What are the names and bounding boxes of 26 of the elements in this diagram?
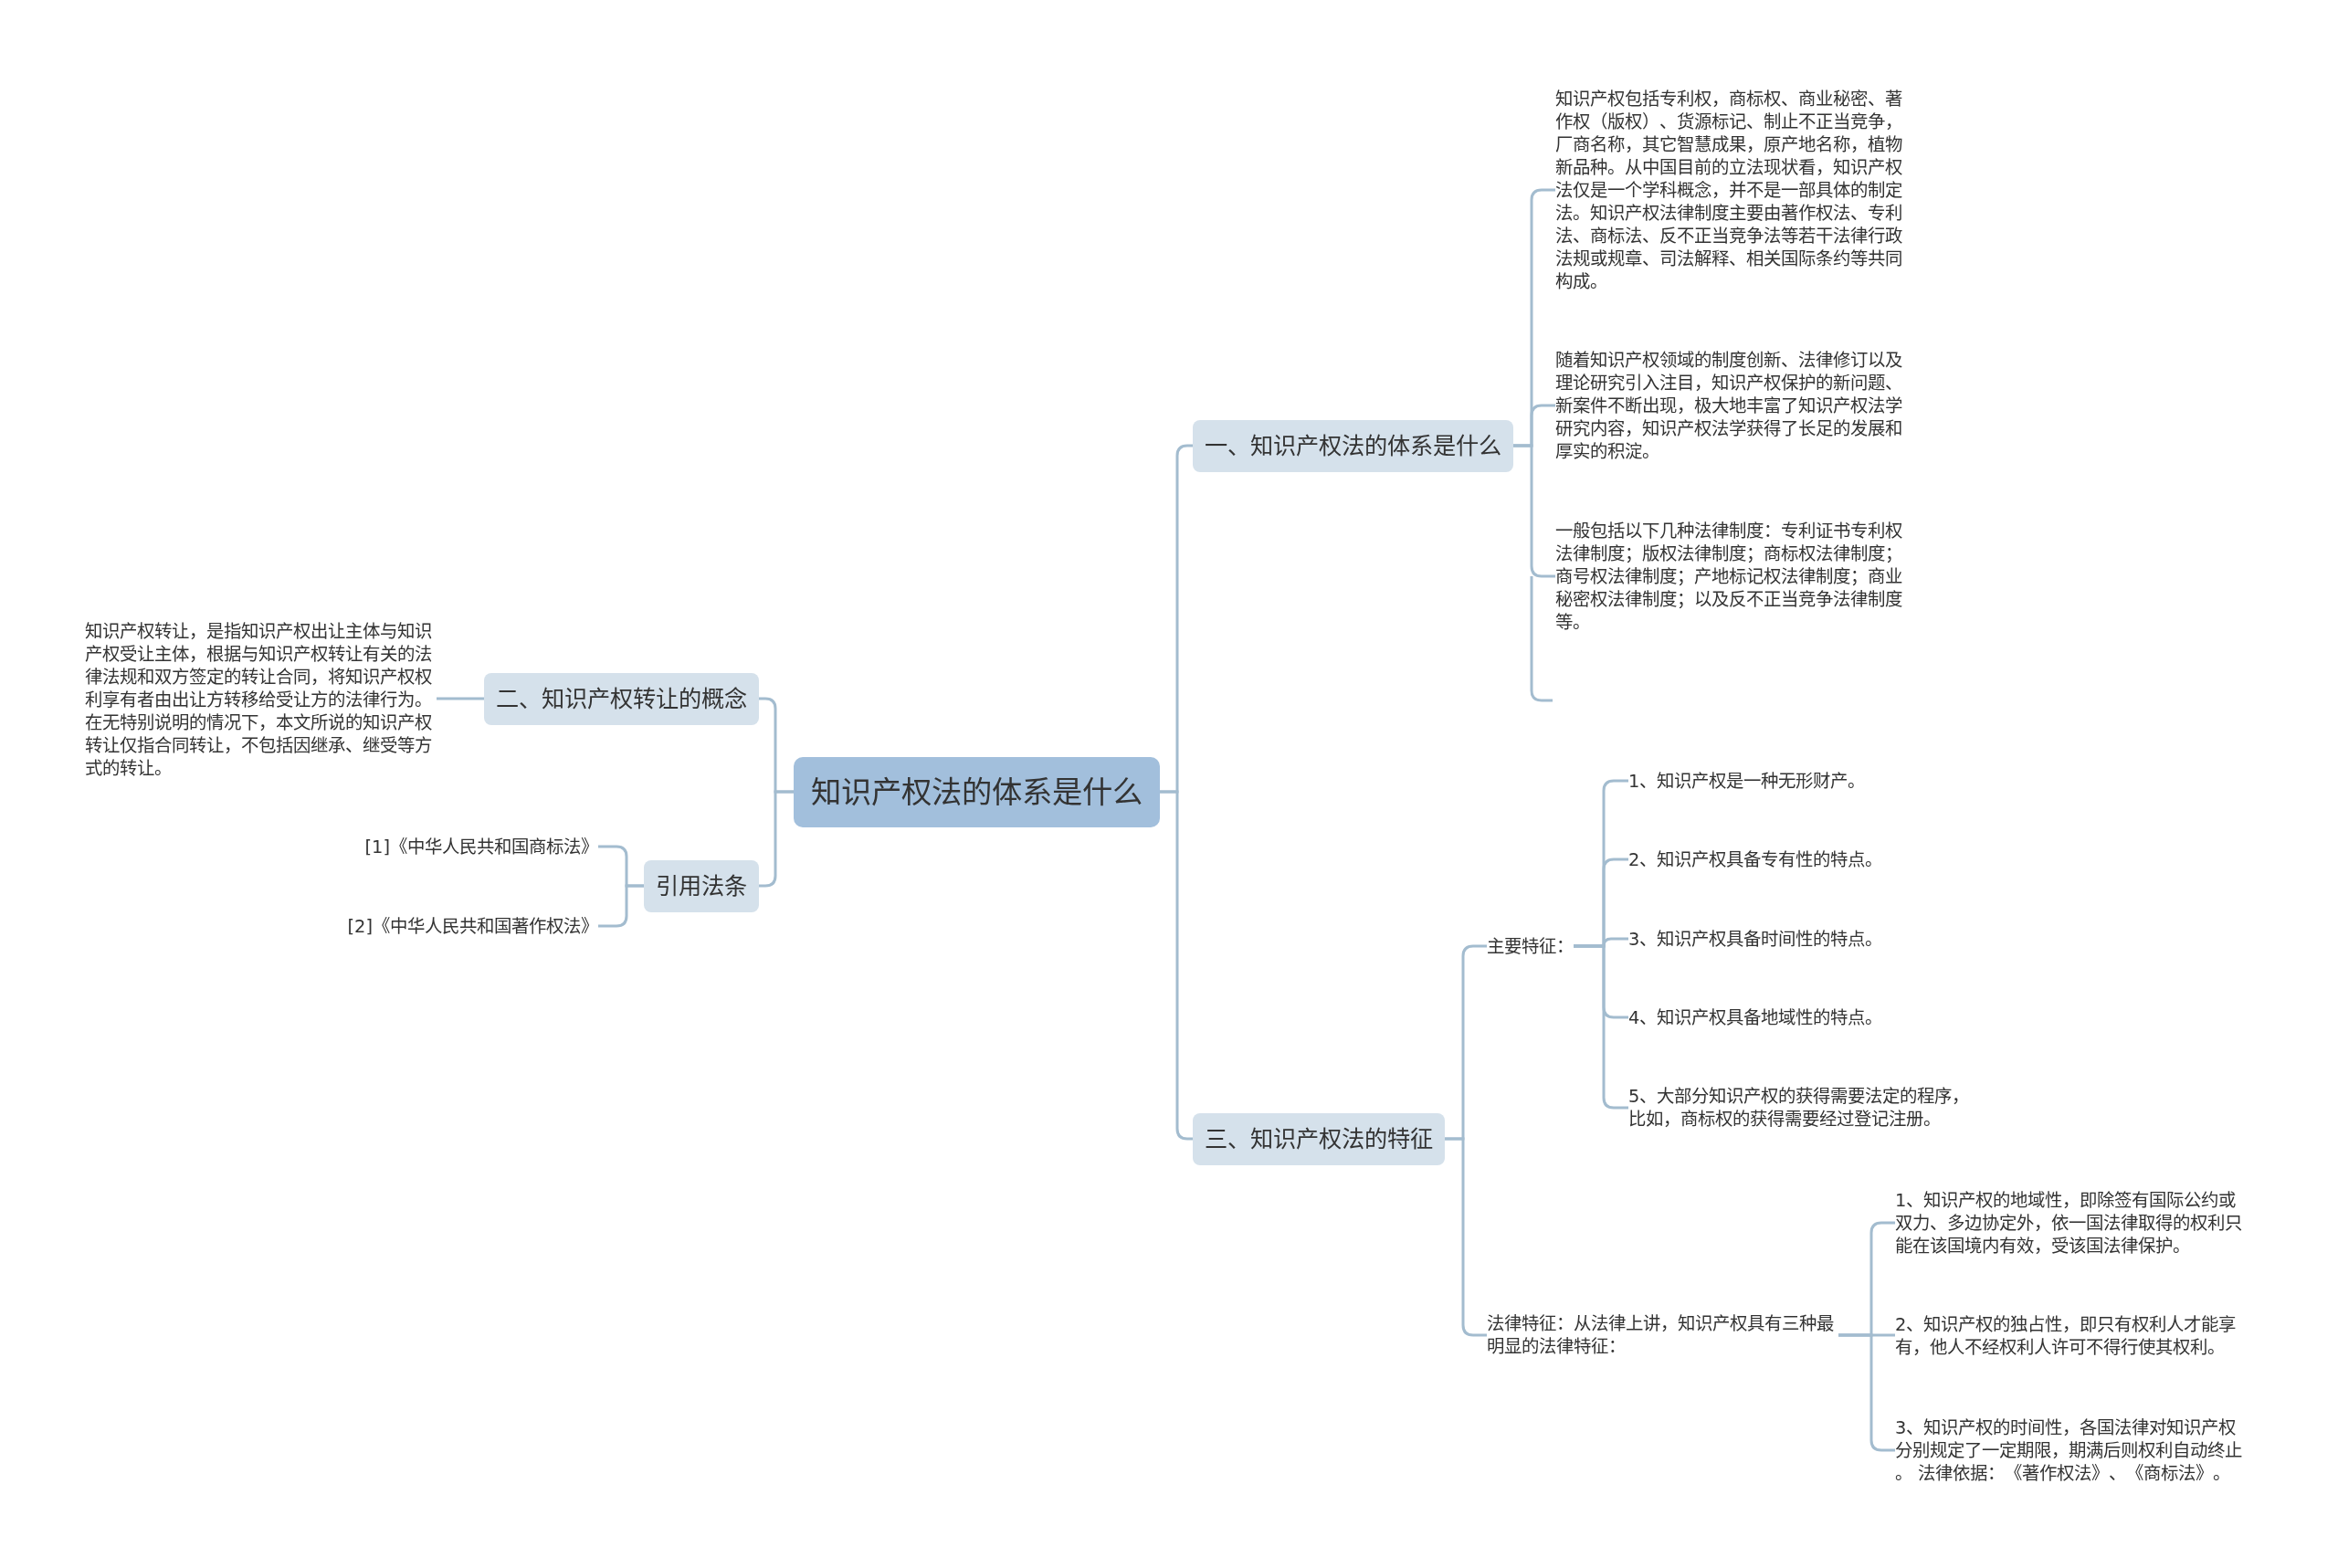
heading-text: 主要特征： [1487, 934, 1574, 958]
list-item-text: 1、知识产权的地域性，即除签有国际公约或双力、多边协定外，依一国法律取得的权利只能在该国境内有效，受该国法律保护。 [1895, 1188, 2247, 1258]
central-topic-box: 知识产权法的体系是什么 [794, 756, 1160, 827]
connector-line [759, 790, 794, 888]
list-item-text: 4、知识产权具备地域性的特点。 [1628, 1005, 1883, 1029]
list-item-text: 2、知识产权具备专有性的特点。 [1628, 847, 1883, 871]
list-item-text: 1、知识产权是一种无形财产。 [1628, 769, 1866, 793]
topic-box: 一、知识产权法的体系是什么 [1193, 419, 1513, 472]
reference-text: [2]《中华人民共和国著作权法》 [347, 914, 598, 938]
connector-line [437, 697, 484, 700]
topic-box: 二、知识产权转让的概念 [484, 672, 759, 725]
list-item-text: 2、知识产权的独占性，即只有权利人才能享有，他人不经权利人许可不得行使其权利。 [1895, 1313, 2247, 1359]
topic-box: 引用法条 [644, 859, 759, 912]
paragraph-text: 法律特征：从法律上讲，知识产权具有三种最明显的法律特征： [1487, 1312, 1838, 1358]
paragraph-text: 随着知识产权领域的制度创新、法律修订以及理论研究引入注目，知识产权保护的新问题、新案件不断出现，极大地丰富了知识产权法学研究内容，知识产权法学获得了长足的发展和厚实的积淀。 [1555, 348, 1907, 463]
connector-line [1513, 444, 1555, 578]
topic-box: 三、知识产权法的特征 [1193, 1112, 1445, 1165]
list-item-text: 5、大部分知识产权的获得需要法定的程序，比如，商标权的获得需要经过登记注册。 [1628, 1085, 1980, 1131]
paragraph-text: 知识产权包括专利权，商标权、商业秘密、著作权（版权）、货源标记、制止不正当竞争，厂商名称，其它智慧成果，原产地名称，植物新品种。从中国目前的立法现状看，知识产权法仅是一个学科概念，并不是一部具体的制定法。知识产权法律制度主要由著作权法、专利法、商标法、反不正当竞争法等若干法律行政法规或规章、司法解释、相关国际条约等共同构成。 [1555, 87, 1907, 293]
list-item-text: 3、知识产权的时间性，各国法律对知识产权分别规定了一定期限，期满后则权利自动终止。 法律依据：《著作权法》、《商标法》。 [1895, 1415, 2247, 1485]
connector-line [1160, 790, 1193, 1141]
connector-line [598, 884, 644, 928]
paragraph-text: 一般包括以下几种法律制度：专利证书专利权法律制度；版权法律制度；商标权法律制度；商号权法律制度；产地标记权法律制度；商业秘密权法律制度；以及反不正当竞争法律制度等。 [1555, 519, 1907, 634]
reference-text: [1]《中华人民共和国商标法》 [364, 835, 598, 858]
paragraph-text: 知识产权转让，是指知识产权出让主体与知识产权受让主体，根据与知识产权转让有关的法律法规和双方签定的转让合同，将知识产权权利享有者由出让方转移给受让方的法律行为。在无特别说明的情况下，本文所说的知识产权转让仅指合同转让，不包括因继承、继受等方式的转让。 [85, 619, 437, 780]
list-item-text: 3、知识产权具备时间性的特点。 [1628, 927, 1883, 951]
